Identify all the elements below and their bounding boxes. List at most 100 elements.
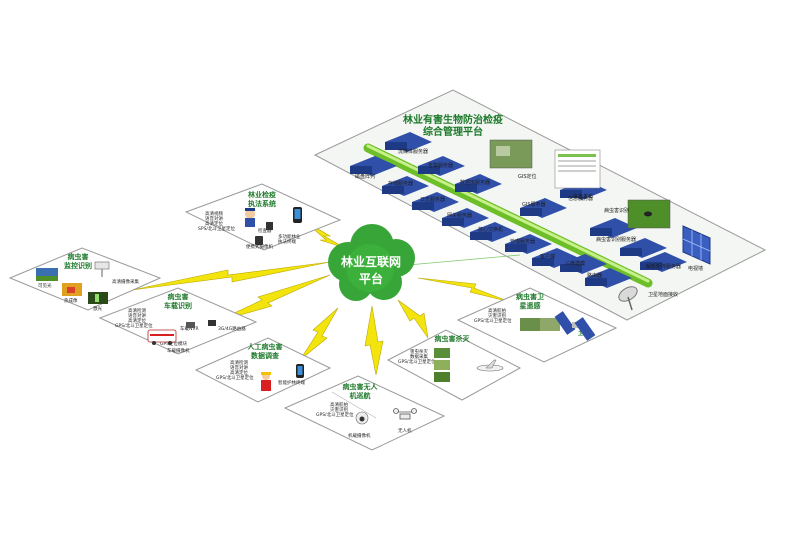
server-0-body [385,142,407,150]
vehicle-title2: 车载识别 [164,301,192,310]
router-device-icon [208,320,216,326]
gis-map-photo-detail [496,146,510,156]
panel-enforcement [184,183,342,251]
server-label-2: 告警服务器 [428,162,453,169]
server-11-body [585,278,607,286]
firefighter-icon [261,372,271,391]
vehicle-item7: 车载摄像机 [167,347,190,354]
drone-item0: 高清航拍 [330,401,348,408]
vehicle-title1: 病虫害 [168,292,189,301]
manual-item3: GPS/北斗卫星定位 [216,374,254,381]
cloud-label-line1: 林业互联网 [341,254,401,269]
enforcement-item3: SPS/北斗卫星定位 [198,225,235,232]
panel-kill [386,329,522,401]
manual-title1: 人工病虫害 [248,342,283,351]
server-label-13: 信息服务器 [568,195,593,202]
pest-insect-shape [644,211,652,217]
server-8-body [505,244,527,252]
enforcement-item5: 执法终端 [278,238,296,245]
panel-monitor [8,247,162,311]
server-label-16: 解析矩阵服务器 [646,263,681,270]
server-label-8: 管理服务器 [510,238,535,245]
server-2-body [418,166,440,174]
server-16-body [640,262,662,270]
server-13-body [560,190,582,198]
gis-locate-label: GIS定位 [518,173,537,180]
bolt-drone [364,305,384,376]
monitor-item3: 激光 [93,305,102,312]
lightning-bolts [131,221,511,376]
network-pipe [363,143,653,288]
kill-item2: GPS/北斗卫星定位 [398,358,436,365]
server-10-body [560,264,582,272]
satellite-item1: 灾害识别 [488,312,506,319]
kill-item1: 数据采集 [410,353,428,360]
server-label-0: 流媒体服务器 [398,148,428,155]
server-4-body [455,184,477,192]
inspection-device-icon [266,222,273,230]
drone-item2: GPS/北斗卫星定位 [316,411,354,418]
kill-photo-2 [434,360,450,370]
server-label-12: 卫星地面接收 [648,291,678,298]
platform-subtitle: 综合管理平台 [423,125,483,138]
server-label-1: 磁盘阵列 [355,173,375,180]
vehicle-item5: 车载NVR [180,325,199,332]
manual-item2: 高清定位 [230,369,248,376]
info-publish-screen-row3 [558,165,596,167]
enforcement-item2: 高清定位 [205,220,223,227]
server-14-body [590,228,612,236]
handheld-terminal-screen [294,209,301,219]
satellite-title1: 病虫害卫 [516,292,544,301]
vehicle-item3: GPS/北斗卫星定位 [115,322,153,329]
cloud-label-line2: 平台 [359,271,383,286]
server-6-body [442,218,464,226]
vehicle-item4: 3G/4G路由器 [218,325,246,332]
server-label-15: 病虫害识别服务器 [596,236,636,243]
server-label-10: 三维建模 [565,260,585,267]
gis-server-label: GIS服务器 [522,201,546,208]
manual-title2: 数据调查 [251,351,280,360]
server-label-7: 核心交换机 [478,226,503,233]
server-9-body [532,258,554,266]
internet-cloud [328,224,415,301]
info-publish-label: 信息发布 [573,193,593,200]
bolt-kill [397,299,429,339]
server-3-body [382,186,404,194]
vehicle-item1: 语音对讲 [128,312,146,319]
server-label-11: 路由器 [587,272,602,279]
airplane-icon [476,359,504,372]
enforcement-item7: 便携式摄像机 [246,243,273,250]
enforcement-item0: 高清视频 [205,210,223,217]
drone-item3: 机载摄像机 [348,432,371,439]
kill-photo-1 [434,348,450,358]
cloud-platform-link [407,254,521,266]
server-label-3: 存储服务器 [388,180,413,187]
monitor-title1: 病虫害 [68,252,89,261]
portable-camera-icon [255,236,263,245]
vehicle-item2: 高清定位 [128,317,146,324]
server-label-14: 病虫害识别 [604,207,629,214]
ambulance-vehicle-icon [147,329,177,345]
satellite-title2: 星遥感 [520,301,541,310]
server-label-9: 客户端 [540,253,555,260]
info-publish-screen-row2 [558,160,596,162]
drone-item1: 灾害识别 [330,406,348,413]
kill-item0: 害虫杀灭 [410,348,428,355]
server-label-6: 网关服务器 [447,212,472,219]
vehicle-item0: 高清检测 [128,307,146,314]
bolt-manual [299,307,339,361]
satellite-photo-1 [520,318,540,331]
bolt-vehicle [214,274,331,323]
satellite-photo-2 [540,318,560,331]
nvr-device-icon [186,322,195,328]
server-label-5: 日志服务器 [420,196,445,203]
enforcement-item4: 多功能林业 [278,233,301,240]
satellite-item2: GPS/北斗卫星定位 [474,317,512,324]
smart-terminal-screen [297,366,303,375]
server-12-body [520,208,542,216]
server-15-body [620,248,642,256]
info-publish-screen-row1 [558,154,596,157]
vehicle-item6: GPS定位模块 [160,340,188,347]
network-pipe-highlight [366,144,650,283]
